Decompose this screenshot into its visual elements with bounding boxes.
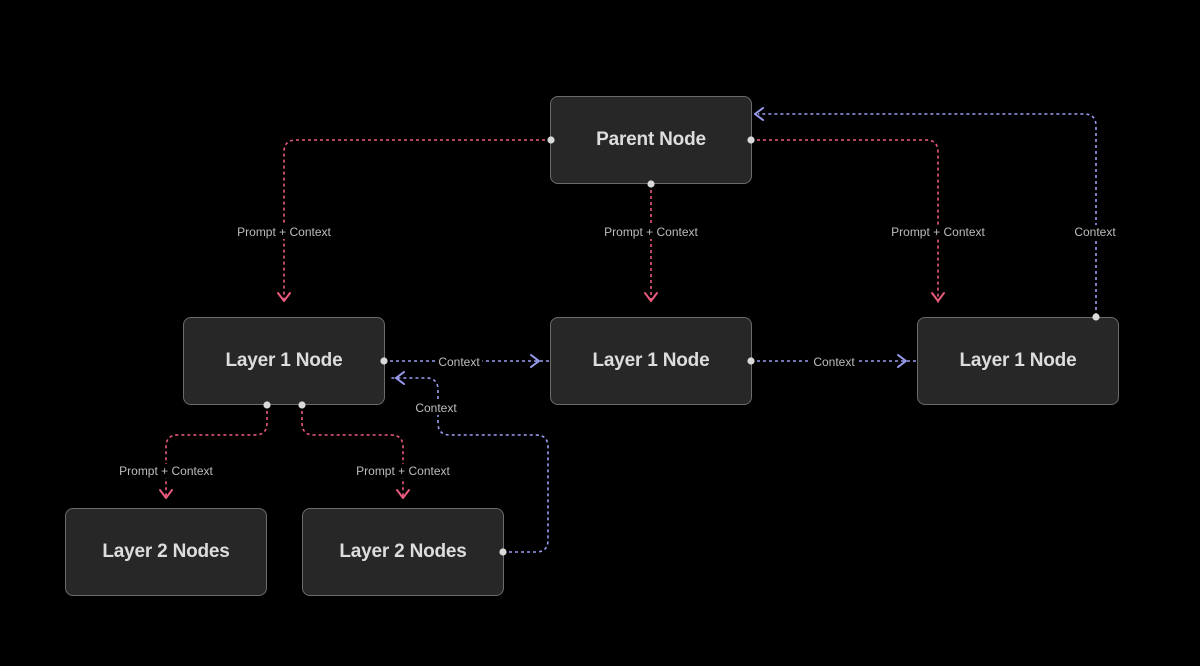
parent-node[interactable]: Parent Node: [550, 96, 752, 184]
layer2-node-left-label: Layer 2 Nodes: [102, 541, 230, 562]
layer2-node-right-label: Layer 2 Nodes: [339, 541, 467, 562]
layer1-node-left[interactable]: Layer 1 Node: [183, 317, 385, 405]
layer1-node-center-label: Layer 1 Node: [592, 350, 710, 371]
label-right-to-parent: Context: [1071, 225, 1119, 239]
arrowhead-layer2-left: [159, 489, 173, 499]
label-layer2-to-left: Context: [412, 401, 460, 415]
label-left-to-center: Context: [435, 355, 483, 369]
label-parent-to-right: Prompt + Context: [888, 225, 988, 239]
arrowhead-right-in: [897, 354, 907, 368]
link-left-to-layer2-right: [301, 405, 404, 497]
arrowhead-layer2-right: [396, 489, 410, 499]
label-parent-to-center: Prompt + Context: [601, 225, 701, 239]
layer2-node-right[interactable]: Layer 2 Nodes: [302, 508, 504, 596]
label-left-to-layer2-left: Prompt + Context: [116, 464, 216, 478]
layer2-node-left[interactable]: Layer 2 Nodes: [65, 508, 267, 596]
layer1-node-right[interactable]: Layer 1 Node: [917, 317, 1119, 405]
link-right-to-parent: [758, 113, 1097, 316]
label-parent-to-left: Prompt + Context: [234, 225, 334, 239]
link-left-to-layer2-left: [165, 405, 268, 497]
arrowhead-center: [644, 292, 658, 302]
layer1-node-left-label: Layer 1 Node: [225, 350, 343, 371]
label-center-to-right: Context: [810, 355, 858, 369]
arrowhead-right: [931, 292, 945, 302]
arrowhead-left: [277, 292, 291, 302]
link-parent-to-right: [751, 139, 939, 303]
arrowhead-parent-in: [754, 107, 764, 121]
parent-node-label: Parent Node: [596, 129, 706, 150]
label-left-to-layer2-right: Prompt + Context: [353, 464, 453, 478]
layer1-node-center[interactable]: Layer 1 Node: [550, 317, 752, 405]
arrowhead-center-in: [530, 354, 540, 368]
link-parent-to-left: [283, 139, 551, 303]
arrowhead-left-in: [395, 371, 405, 385]
layer1-node-right-label: Layer 1 Node: [959, 350, 1077, 371]
